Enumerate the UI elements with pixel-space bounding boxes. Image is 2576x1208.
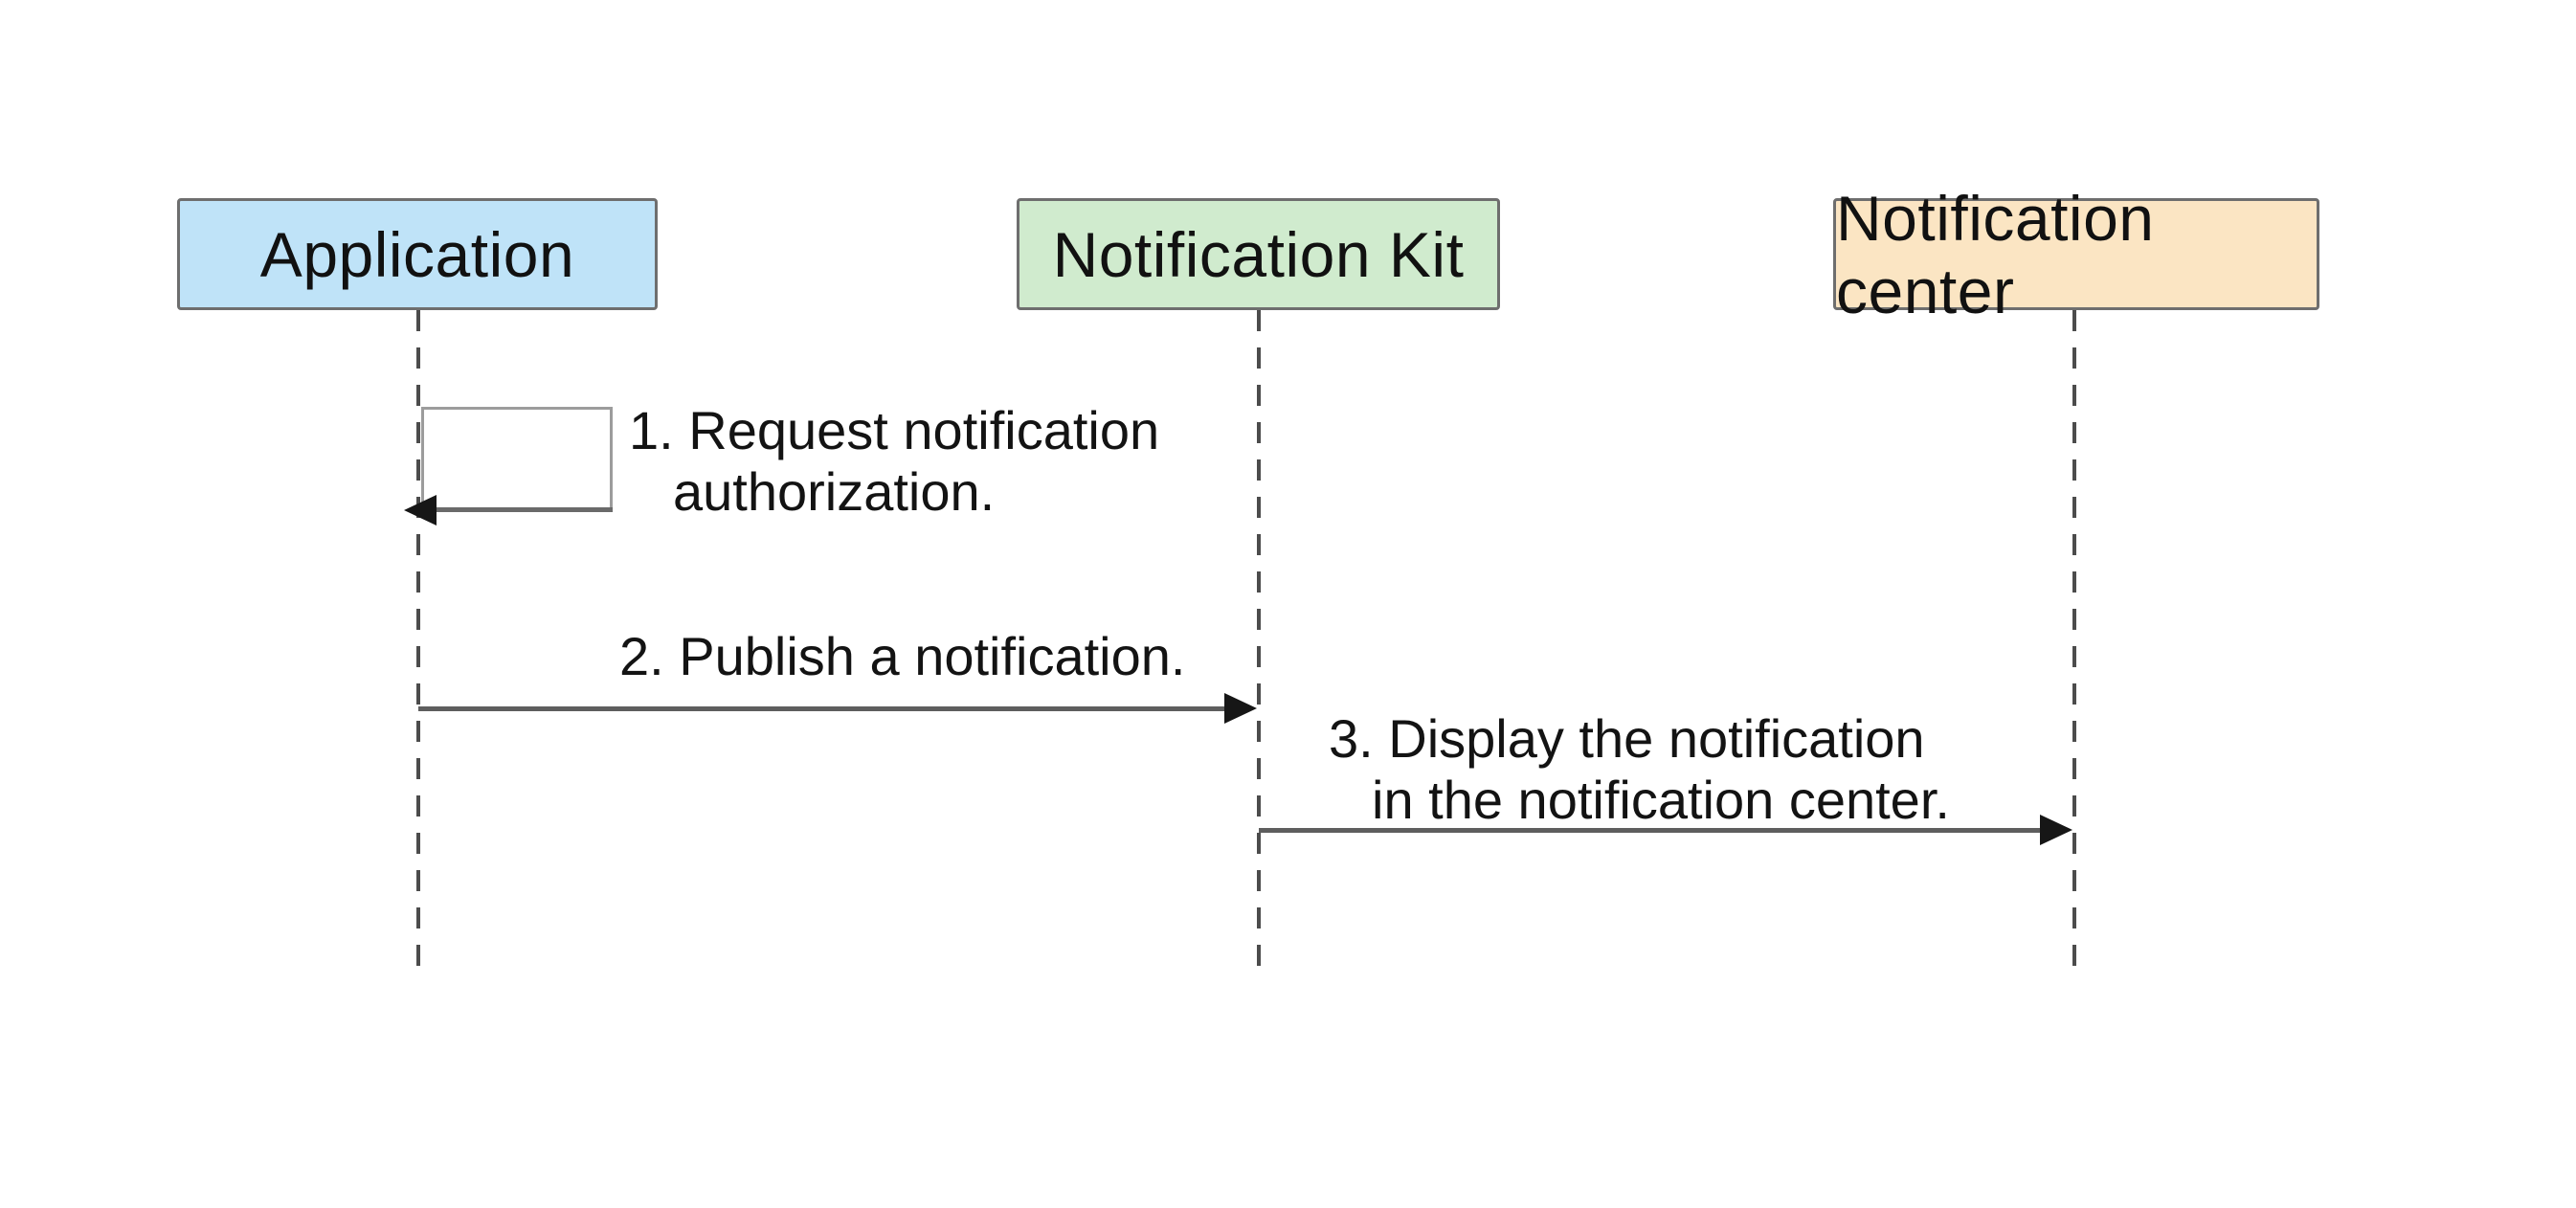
- actor-label-application: Application: [259, 218, 575, 290]
- message-3-arrow-line: [1259, 828, 2042, 833]
- actor-box-notification-kit: Notification Kit: [1017, 198, 1500, 310]
- message-3-line2: in the notification center.: [1372, 770, 1950, 830]
- message-2-label: 2. Publish a notification.: [619, 626, 1185, 687]
- lifeline-application: [416, 310, 420, 973]
- actor-label-notification-kit: Notification Kit: [1052, 218, 1465, 290]
- message-1-line2: authorization.: [673, 461, 996, 522]
- arrowhead-right-icon: [1224, 693, 1257, 724]
- actor-label-notification-center: Notification center: [1836, 182, 2155, 326]
- message-2-arrow-line: [418, 706, 1228, 711]
- self-message-loop: [421, 407, 613, 508]
- message-1-line1: 1. Request notification: [629, 400, 1160, 460]
- arrowhead-right-icon: [2040, 815, 2072, 845]
- message-2-line1: 2. Publish a notification.: [619, 626, 1186, 686]
- actor-box-notification-center: Notification center: [1833, 183, 2319, 326]
- self-message-return-line: [412, 507, 613, 512]
- actor-box-application: Application: [177, 198, 658, 310]
- lifeline-notification-kit: [1257, 310, 1261, 973]
- arrowhead-left-icon: [404, 495, 437, 526]
- message-3-line1: 3. Display the notification: [1329, 708, 1925, 769]
- message-3-label: 3. Display the notification in the notif…: [1329, 708, 1950, 831]
- message-1-label: 1. Request notification authorization.: [629, 400, 1159, 523]
- lifeline-notification-center: [2072, 310, 2076, 973]
